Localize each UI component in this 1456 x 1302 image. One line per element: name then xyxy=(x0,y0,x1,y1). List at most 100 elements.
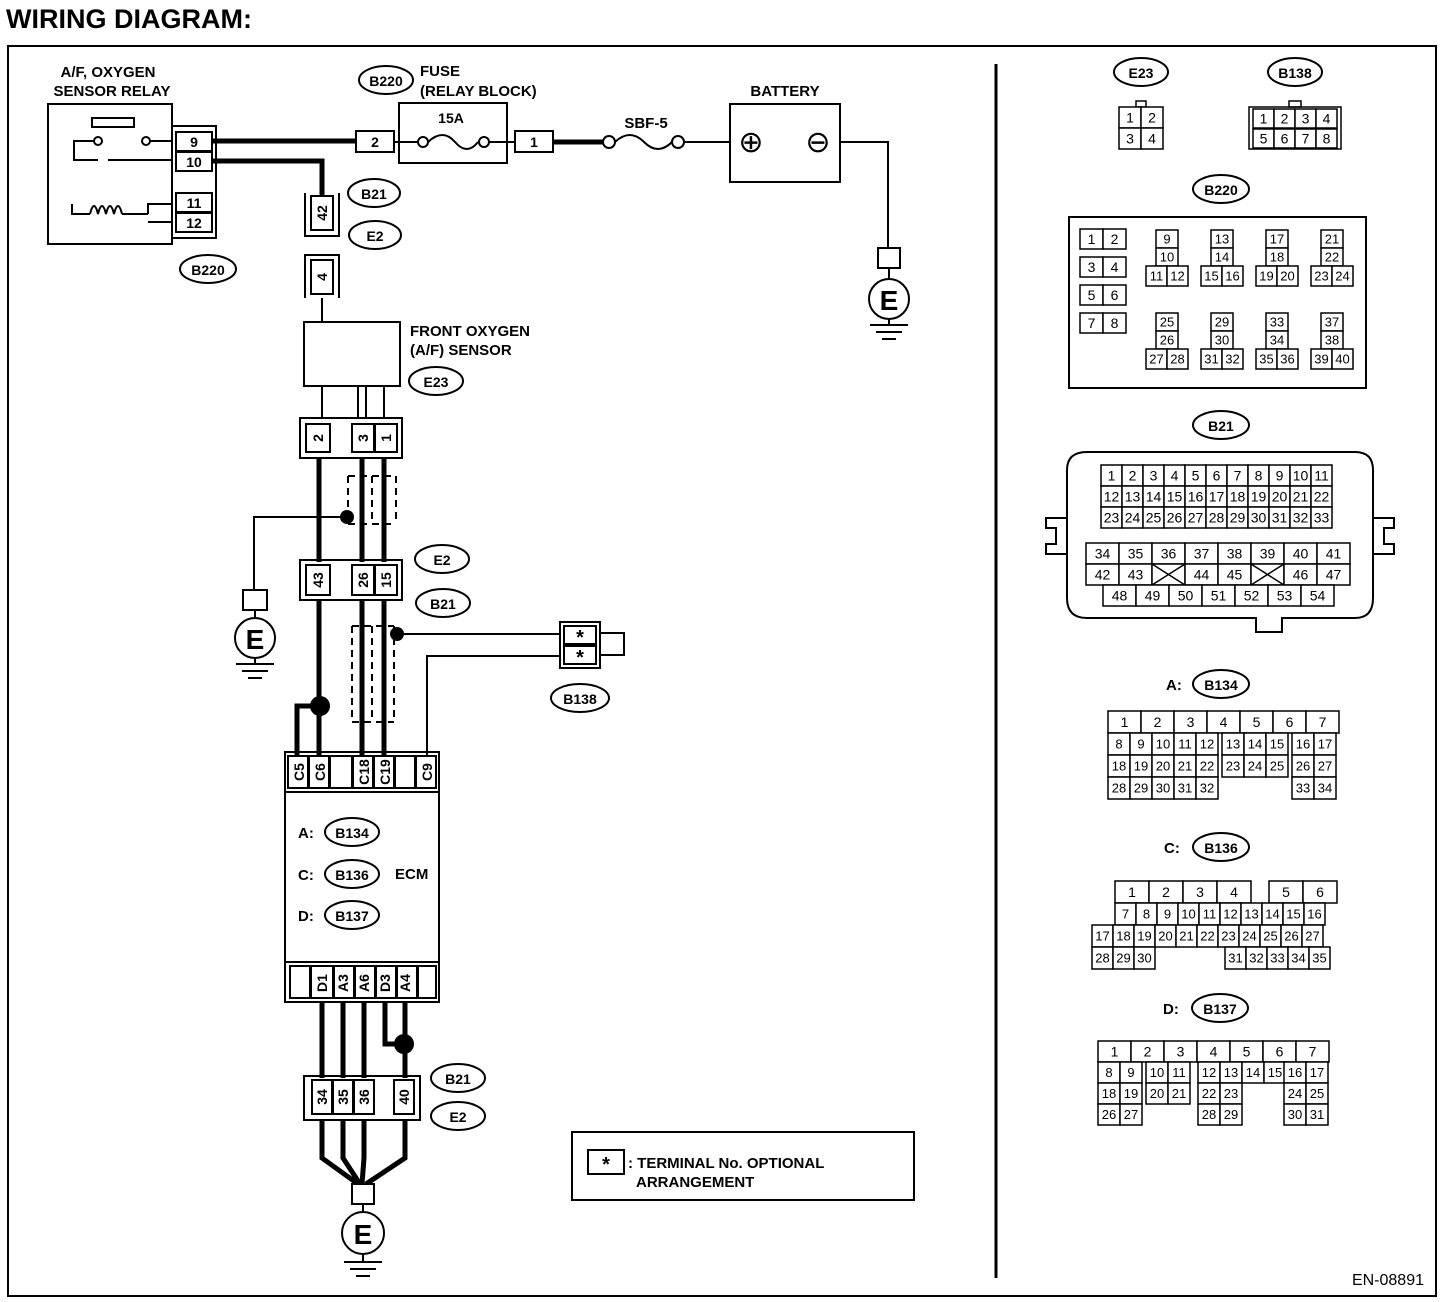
pin-number: 34 xyxy=(1095,546,1111,562)
pin-number: 8 xyxy=(1143,907,1150,922)
harness-pin: 42 xyxy=(314,205,330,221)
pin-number: 31 xyxy=(1272,510,1288,526)
pin-number: 7 xyxy=(1319,714,1327,730)
ecm-pin: C6 xyxy=(312,763,328,781)
wire xyxy=(840,141,889,248)
ground-battery: E xyxy=(868,247,910,340)
pin-number: 33 xyxy=(1314,510,1330,526)
pin-number: 33 xyxy=(1270,315,1284,330)
connector-tag: E23 xyxy=(424,374,449,390)
pin-number: 11 xyxy=(1150,269,1164,284)
fuse-label-1: FUSE xyxy=(420,63,460,80)
pin-number: 13 xyxy=(1215,232,1229,247)
connector-view-title: E23 xyxy=(1129,65,1154,81)
wire xyxy=(212,158,325,196)
harness-pin: 4 xyxy=(314,273,330,281)
pin-number: 4 xyxy=(1230,884,1238,900)
pin-number: 17 xyxy=(1209,489,1225,505)
ground-label: E xyxy=(354,1219,373,1250)
pin-cell xyxy=(1195,776,1219,800)
pin-cell xyxy=(1102,256,1127,278)
empty-pin-cross xyxy=(1250,563,1285,586)
connector-view-title: B21 xyxy=(1208,418,1234,434)
ecm: C5 C6 C18 C19 C9 A: B134 C: B136 ECM D: … xyxy=(284,751,440,1003)
ecm-pin: C9 xyxy=(419,763,435,781)
pin-number: 14 xyxy=(1246,1065,1260,1080)
pin-number: 28 xyxy=(1112,781,1126,796)
pin-number: 2 xyxy=(1129,468,1137,484)
pin-number: 44 xyxy=(1194,567,1210,583)
legend-text-2: ARRANGEMENT xyxy=(636,1174,754,1191)
ecm-pin: A3 xyxy=(335,974,351,992)
pin-number: 1 xyxy=(1126,110,1134,126)
pin-number: 4 xyxy=(1171,468,1179,484)
wire xyxy=(253,516,347,590)
pin-number: 28 xyxy=(1209,510,1225,526)
pin-number: 16 xyxy=(1288,1065,1302,1080)
pin-cell xyxy=(1331,348,1354,370)
fusible-link: SBF-5 xyxy=(602,115,685,150)
pin-number: 26 xyxy=(1296,759,1310,774)
pin-cell xyxy=(1313,776,1337,800)
pin-number: 31 xyxy=(1228,951,1242,966)
connector-view-title: B136 xyxy=(1204,840,1238,856)
pin-number: 31 xyxy=(1178,781,1192,796)
pin-number: 9 xyxy=(1163,232,1170,247)
connector-view-title: B134 xyxy=(1204,677,1238,693)
pin-cell xyxy=(1265,754,1289,778)
ecm-pin: A4 xyxy=(397,974,413,992)
pin-number: 21 xyxy=(1325,232,1339,247)
pin-number: 35 xyxy=(1259,352,1273,367)
pin-number: 7 xyxy=(1088,315,1096,331)
pin-number: 34 xyxy=(1291,951,1305,966)
pin-number: 12 xyxy=(1202,1065,1216,1080)
pin-number: 25 xyxy=(1146,510,1162,526)
ecm-pin: C18 xyxy=(356,759,372,785)
ground-ecm: E xyxy=(341,1183,385,1277)
pin-number: 24 xyxy=(1248,759,1262,774)
pin-number: 15 xyxy=(1270,737,1284,752)
pin-number: 32 xyxy=(1200,781,1214,796)
connector-view-prefix: A: xyxy=(1166,677,1182,694)
ecm-ref-prefix: C: xyxy=(298,867,314,884)
sensor-label-2: (A/F) SENSOR xyxy=(410,342,512,359)
pin-cell xyxy=(1133,946,1156,970)
pin-number: 2 xyxy=(1281,111,1289,127)
harness-pin: 15 xyxy=(378,572,394,588)
b138-pin: * xyxy=(576,647,584,669)
pin-number: 42 xyxy=(1095,567,1111,583)
b138-connector: * * B138 xyxy=(550,621,625,713)
pin-number: 3 xyxy=(1150,468,1158,484)
connector-tag: E2 xyxy=(449,1109,466,1125)
sensor-pin: 2 xyxy=(310,434,326,442)
pin-cell xyxy=(1166,265,1189,287)
ground-label: E xyxy=(880,285,899,316)
relay-label-2: SENSOR RELAY xyxy=(54,83,171,100)
pin-number: 41 xyxy=(1326,546,1342,562)
pin-number: 17 xyxy=(1095,929,1109,944)
pin-number: 38 xyxy=(1325,333,1339,348)
fuse-symbol xyxy=(427,134,479,150)
pin-number: 7 xyxy=(1309,1044,1317,1060)
relay-pin: 12 xyxy=(186,215,202,231)
pin-number: 10 xyxy=(1160,250,1174,265)
pin-number: 21 xyxy=(1172,1086,1186,1101)
ecm-pin: D1 xyxy=(314,974,330,992)
ground-shield: E xyxy=(234,589,276,679)
pin-number: 14 xyxy=(1215,250,1229,265)
fuse-relay-block: B220 FUSE (RELAY BLOCK) 2 15A 1 xyxy=(355,63,554,164)
fuse-pin: 1 xyxy=(530,134,538,150)
pin-number: 21 xyxy=(1178,759,1192,774)
pin-number: 11 xyxy=(1178,737,1192,752)
shield xyxy=(347,475,397,525)
connector-tag: B21 xyxy=(361,186,387,202)
pin-number: 12 xyxy=(1170,269,1184,284)
pin-number: 38 xyxy=(1227,546,1243,562)
pin-number: 8 xyxy=(1111,315,1119,331)
splice-point xyxy=(310,696,330,716)
